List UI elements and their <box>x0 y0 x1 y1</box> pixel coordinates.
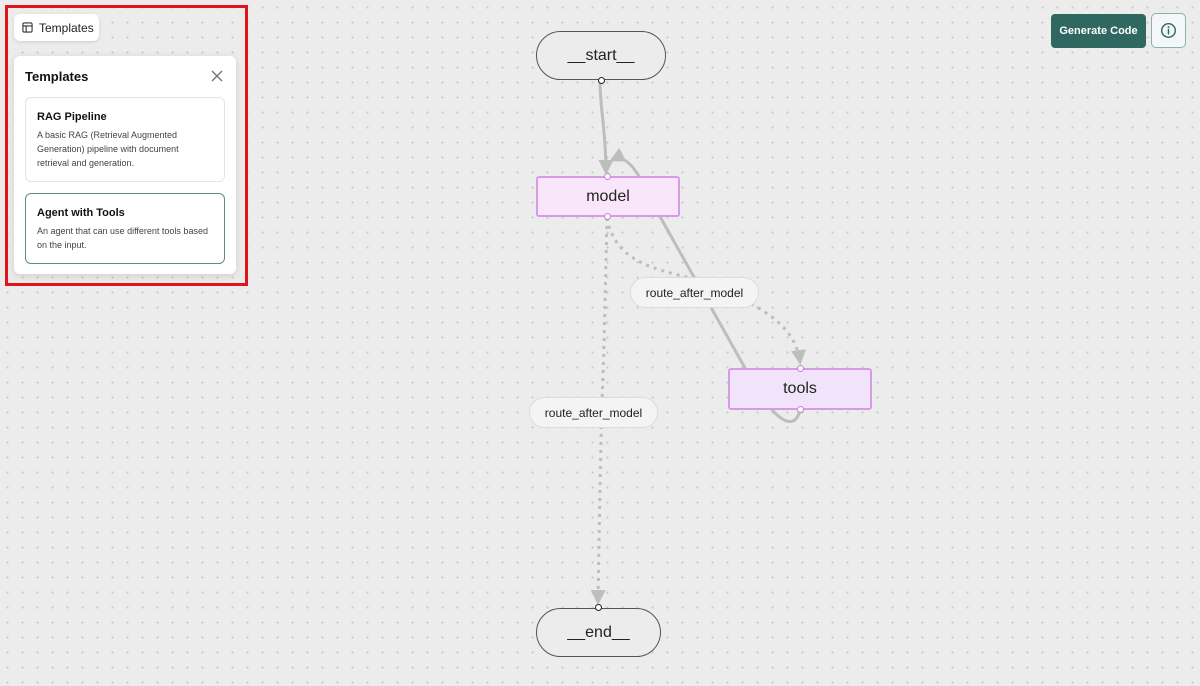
node-model[interactable]: model <box>536 173 680 220</box>
node-tools-label: tools <box>783 380 817 397</box>
templates-panel-title: Templates <box>25 69 89 84</box>
node-tools-source-handle[interactable] <box>797 406 804 413</box>
template-card-description: A basic RAG (Retrieval Augmented Generat… <box>37 130 179 168</box>
edge-start-model[interactable] <box>598 79 614 175</box>
node-model-source-handle[interactable] <box>604 213 611 220</box>
templates-panel: Templates RAG Pipeline A basic RAG (Retr… <box>14 56 236 274</box>
node-start[interactable]: __start__ <box>536 31 666 84</box>
layout-icon <box>22 22 33 33</box>
node-tools-target-handle[interactable] <box>797 365 804 372</box>
node-model-target-handle[interactable] <box>604 173 611 180</box>
template-card-rag-pipeline[interactable]: RAG Pipeline A basic RAG (Retrieval Augm… <box>25 97 225 182</box>
node-end-target-handle[interactable] <box>595 604 602 611</box>
template-card-title: RAG Pipeline <box>37 111 107 123</box>
node-start-source-handle[interactable] <box>598 77 605 84</box>
node-model-label: model <box>586 187 630 205</box>
templates-toggle-button[interactable]: Templates <box>14 14 99 41</box>
template-card-description: An agent that can use different tools ba… <box>37 226 208 250</box>
edge-label-model-end[interactable]: route_after_model <box>529 397 658 428</box>
node-start-label: __start__ <box>567 46 635 64</box>
node-end[interactable]: __end__ <box>536 604 661 657</box>
edge-label-model-end-text: route_after_model <box>544 405 643 420</box>
generate-code-button[interactable]: Generate Code <box>1051 14 1146 48</box>
node-tools[interactable]: tools <box>728 365 872 413</box>
edge-label-model-tools-text: route_after_model <box>645 285 744 300</box>
node-end-label: __end__ <box>567 623 630 641</box>
template-card-agent-with-tools[interactable]: Agent with Tools An agent that can use d… <box>25 193 225 264</box>
info-button[interactable] <box>1151 13 1186 48</box>
info-icon <box>1160 22 1177 39</box>
edge-model-end[interactable] <box>590 217 609 605</box>
edge-label-model-tools[interactable]: route_after_model <box>630 277 759 308</box>
templates-toggle-label: Templates <box>39 20 94 35</box>
close-icon[interactable] <box>210 69 224 83</box>
template-card-title: Agent with Tools <box>37 207 125 219</box>
